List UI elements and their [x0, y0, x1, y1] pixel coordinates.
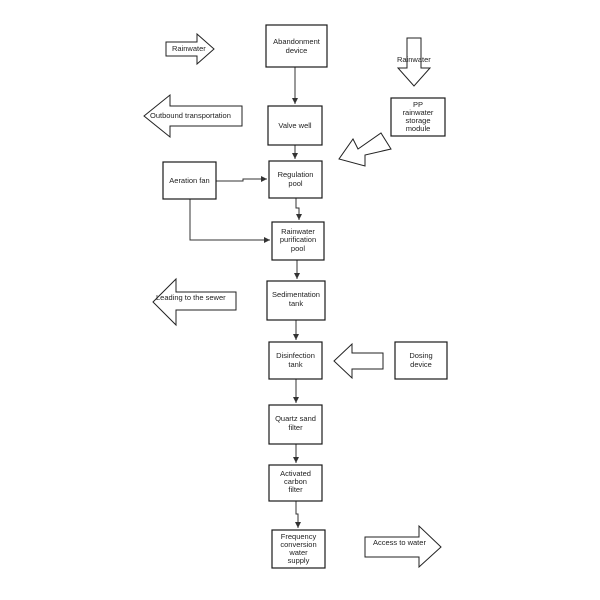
leading-to-sewer-arrow: Leading to the sewer: [152, 277, 237, 327]
svg-text:Abandonment: Abandonment: [273, 37, 321, 46]
svg-text:Sedimentation: Sedimentation: [272, 290, 320, 299]
dosing-device-box: Dosing device: [394, 341, 448, 380]
outbound-transportation-arrow: Outbound transportation: [143, 93, 243, 139]
svg-text:device: device: [286, 46, 308, 55]
connector-fan-regulation: [216, 176, 267, 182]
svg-text:tank: tank: [289, 299, 303, 308]
connector-regulation-purification: [295, 198, 302, 220]
leading-to-sewer-label: Leading to the sewer: [156, 293, 226, 302]
outbound-transportation-label: Outbound transportation: [150, 111, 231, 120]
valve-well-box: Valve well: [267, 105, 323, 146]
svg-text:Regulation: Regulation: [278, 170, 314, 179]
access-to-water-arrow: Access to water: [364, 524, 442, 569]
svg-text:Frequency: Frequency: [281, 532, 317, 541]
svg-text:module: module: [406, 124, 431, 133]
sedimentation-tank-box: Sedimentation tank: [266, 280, 326, 321]
rainwater-down-label: Rainwater: [397, 55, 431, 64]
svg-text:carbon: carbon: [284, 477, 307, 486]
connector-fan-purification: [189, 199, 270, 243]
svg-text:purification: purification: [280, 235, 316, 244]
connector-carbon-supply: [295, 501, 301, 528]
svg-text:Valve well: Valve well: [278, 121, 312, 130]
pp-module-inflow-arrow: [338, 132, 392, 167]
svg-text:supply: supply: [288, 556, 310, 565]
svg-text:Activated: Activated: [280, 469, 311, 478]
svg-text:PP: PP: [413, 100, 423, 109]
rainwater-right-arrow: Rainwater: [165, 32, 215, 66]
regulation-pool-box: Regulation pool: [268, 160, 323, 199]
svg-text:pool: pool: [291, 244, 306, 253]
svg-text:Rainwater: Rainwater: [281, 227, 315, 236]
svg-text:Dosing: Dosing: [409, 351, 432, 360]
quartz-sand-filter-box: Quartz sand filter: [268, 404, 323, 445]
aeration-fan-box: Aeration fan: [162, 161, 217, 200]
rainwater-purification-pool-box: Rainwater purification pool: [271, 221, 325, 261]
activated-carbon-filter-box: Activated carbon filter: [268, 464, 323, 502]
abandonment-device-box: Abandonment device: [265, 24, 328, 68]
svg-text:device: device: [410, 360, 432, 369]
dosing-inflow-arrow: [333, 342, 384, 380]
disinfection-tank-box: Disinfection tank: [268, 341, 323, 380]
access-to-water-label: Access to water: [373, 538, 426, 547]
pp-rainwater-storage-module-box: PP rainwater storage module: [390, 97, 446, 137]
svg-text:filter: filter: [288, 423, 303, 432]
rainwater-down-arrow: Rainwater: [396, 37, 431, 87]
svg-text:Aeration fan: Aeration fan: [169, 176, 209, 185]
frequency-conversion-water-supply-box: Frequency conversion water supply: [271, 529, 326, 569]
svg-text:storage: storage: [405, 116, 430, 125]
svg-text:Disinfection: Disinfection: [276, 351, 315, 360]
svg-text:rainwater: rainwater: [403, 108, 434, 117]
svg-text:Quartz sand: Quartz sand: [275, 414, 316, 423]
svg-text:water: water: [288, 548, 308, 557]
svg-text:tank: tank: [288, 360, 302, 369]
svg-text:pool: pool: [288, 179, 303, 188]
svg-text:filter: filter: [288, 485, 303, 494]
rainwater-right-label: Rainwater: [172, 44, 206, 53]
svg-text:conversion: conversion: [280, 540, 316, 549]
